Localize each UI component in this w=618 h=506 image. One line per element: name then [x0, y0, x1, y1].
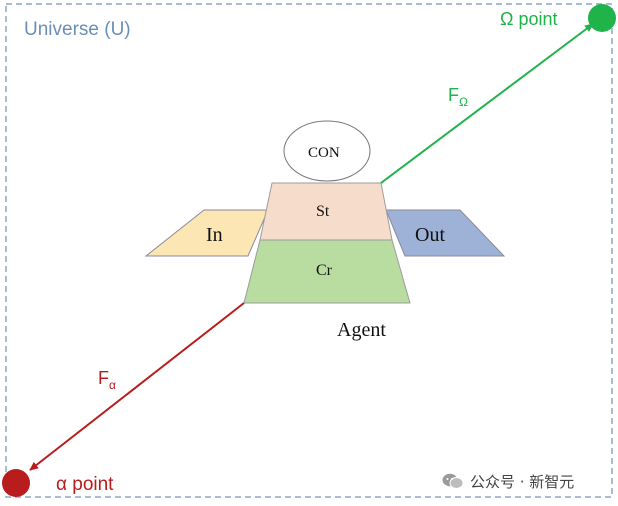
f-alpha-main: F	[98, 368, 109, 388]
f-omega-sub: Ω	[459, 95, 468, 109]
f-alpha-arrow	[29, 302, 245, 471]
f-omega-label: FΩ	[448, 85, 468, 109]
alpha-point-label: α point	[56, 474, 114, 495]
st-label: St	[316, 203, 330, 220]
out-label: Out	[415, 224, 445, 246]
out-wing	[385, 209, 506, 257]
f-alpha-sub: α	[109, 378, 116, 392]
cr-label: Cr	[316, 262, 333, 279]
con-label: CON	[308, 145, 340, 161]
f-omega-arrow	[380, 23, 594, 184]
in-label: In	[206, 224, 223, 246]
omega-point-dot	[588, 4, 616, 32]
universe-label: Universe (U)	[24, 19, 131, 40]
cr-block	[243, 239, 411, 304]
f-omega-main: F	[448, 85, 459, 105]
omega-point-label: Ω point	[500, 9, 558, 29]
universe-frame	[5, 3, 613, 498]
agent-label: Agent	[337, 319, 386, 341]
f-alpha-label: Fα	[98, 368, 116, 392]
in-wing	[144, 209, 269, 257]
wechat-icon	[442, 472, 464, 490]
alpha-point-dot	[2, 469, 30, 497]
con-ellipse	[283, 120, 371, 182]
watermark-text: 公众号 · 新智元	[470, 472, 575, 491]
watermark: 公众号 · 新智元	[442, 468, 574, 494]
